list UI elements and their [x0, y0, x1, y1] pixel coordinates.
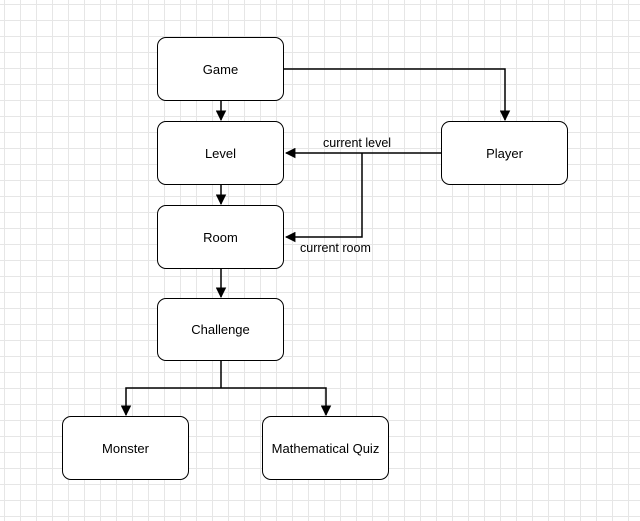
node-level[interactable]: Level — [157, 121, 284, 185]
node-game[interactable]: Game — [157, 37, 284, 101]
node-challenge[interactable]: Challenge — [157, 298, 284, 361]
node-mathematical-quiz-label: Mathematical Quiz — [271, 440, 380, 456]
node-game-label: Game — [202, 61, 239, 77]
node-level-label: Level — [204, 145, 237, 161]
node-player-label: Player — [486, 145, 523, 161]
node-room-label: Room — [203, 229, 238, 245]
node-monster-label: Monster — [102, 440, 149, 456]
node-challenge-label: Challenge — [191, 322, 250, 337]
edge-player-room — [284, 153, 363, 243]
edge-label-current-room: current room — [300, 241, 371, 255]
edge-split-quiz — [221, 387, 332, 417]
node-monster[interactable]: Monster — [62, 416, 189, 480]
node-room[interactable]: Room — [157, 205, 284, 269]
edge-label-current-level: current level — [323, 136, 392, 150]
node-mathematical-quiz[interactable]: Mathematical Quiz — [262, 416, 389, 480]
edge-split-monster — [120, 387, 221, 417]
edge-game-player — [284, 68, 511, 122]
node-player[interactable]: Player — [441, 121, 568, 185]
